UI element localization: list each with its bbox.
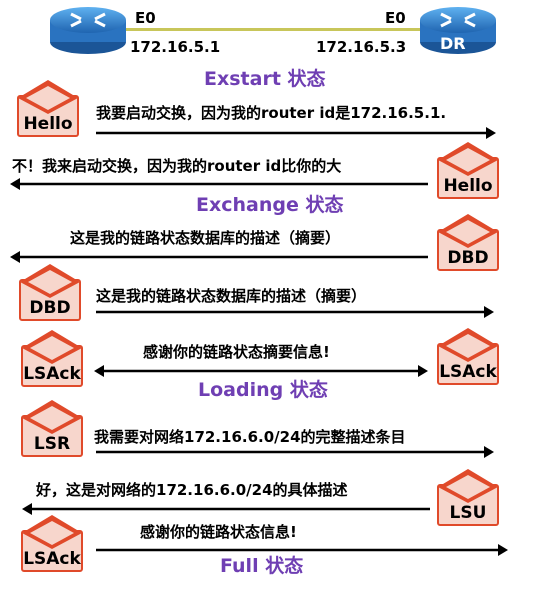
message-8: 感谢你的链路状态信息! xyxy=(140,523,297,541)
message-6: 我需要对网络172.16.6.0/24的完整描述条目 xyxy=(94,428,406,446)
envelope-icon xyxy=(21,515,83,572)
right-interface-label: E0 xyxy=(385,9,406,27)
envelope-icon xyxy=(437,328,499,385)
arrow-right-1 xyxy=(96,126,496,140)
packet-lsack-right: LSAck xyxy=(436,326,500,386)
envelope-icon xyxy=(437,142,499,199)
router-icon xyxy=(420,7,496,54)
arrow-right-4 xyxy=(96,305,494,319)
message-5: 感谢你的链路状态摘要信息! xyxy=(143,343,330,361)
packet-label: LSU xyxy=(449,503,487,523)
packet-dbd-left: DBD xyxy=(18,262,82,322)
message-1: 我要启动交换，因为我的router id是172.16.5.1. xyxy=(96,104,447,122)
envelope-icon xyxy=(437,469,499,526)
left-router xyxy=(47,4,129,56)
packet-label: DBD xyxy=(447,248,489,268)
envelope-icon xyxy=(17,80,79,137)
dr-label: DR xyxy=(440,34,466,53)
left-ip-label: 172.16.5.1 xyxy=(130,38,221,56)
packet-hello-right: Hello xyxy=(436,140,500,200)
packet-lsr-left: LSR xyxy=(20,398,84,458)
state-loading: Loading 状态 xyxy=(198,379,328,401)
right-ip-label: 172.16.5.3 xyxy=(316,38,407,56)
packet-hello-left: Hello xyxy=(16,78,80,138)
envelope-icon xyxy=(437,214,499,271)
message-7: 好，这是对网络的172.16.6.0/24的具体描述 xyxy=(36,481,348,499)
link-line xyxy=(126,28,420,31)
envelope-icon xyxy=(19,264,81,321)
packet-lsack-final: LSAck xyxy=(20,513,84,573)
arrow-left-2 xyxy=(10,177,428,191)
packet-label: DBD xyxy=(29,298,71,318)
arrow-right-8 xyxy=(96,543,508,557)
right-router xyxy=(417,4,499,56)
packet-lsack-left: LSAck xyxy=(20,328,84,388)
message-3: 这是我的链路状态数据库的描述（摘要） xyxy=(70,229,341,247)
message-2: 不！我来启动交换，因为我的router id比你的大 xyxy=(12,157,342,175)
packet-label: LSAck xyxy=(439,362,497,382)
arrow-right-6 xyxy=(96,445,494,459)
packet-label: Hello xyxy=(23,114,73,134)
packet-label: LSAck xyxy=(23,549,81,569)
arrow-left-7 xyxy=(22,502,430,516)
arrow-double-5 xyxy=(94,364,428,378)
envelope-icon xyxy=(21,330,83,387)
state-exchange: Exchange 状态 xyxy=(196,194,344,216)
router-icon xyxy=(50,7,126,54)
packet-label: LSAck xyxy=(23,364,81,384)
left-interface-label: E0 xyxy=(135,9,156,27)
packet-lsu-right: LSU xyxy=(436,467,500,527)
state-exstart: Exstart 状态 xyxy=(204,68,326,90)
arrow-left-3 xyxy=(10,250,428,264)
envelope-icon xyxy=(21,400,83,457)
packet-label: Hello xyxy=(443,176,493,196)
packet-dbd-right: DBD xyxy=(436,212,500,272)
packet-label: LSR xyxy=(33,434,71,454)
state-full: Full 状态 xyxy=(220,555,304,577)
message-4: 这是我的链路状态数据库的描述（摘要） xyxy=(96,287,367,305)
